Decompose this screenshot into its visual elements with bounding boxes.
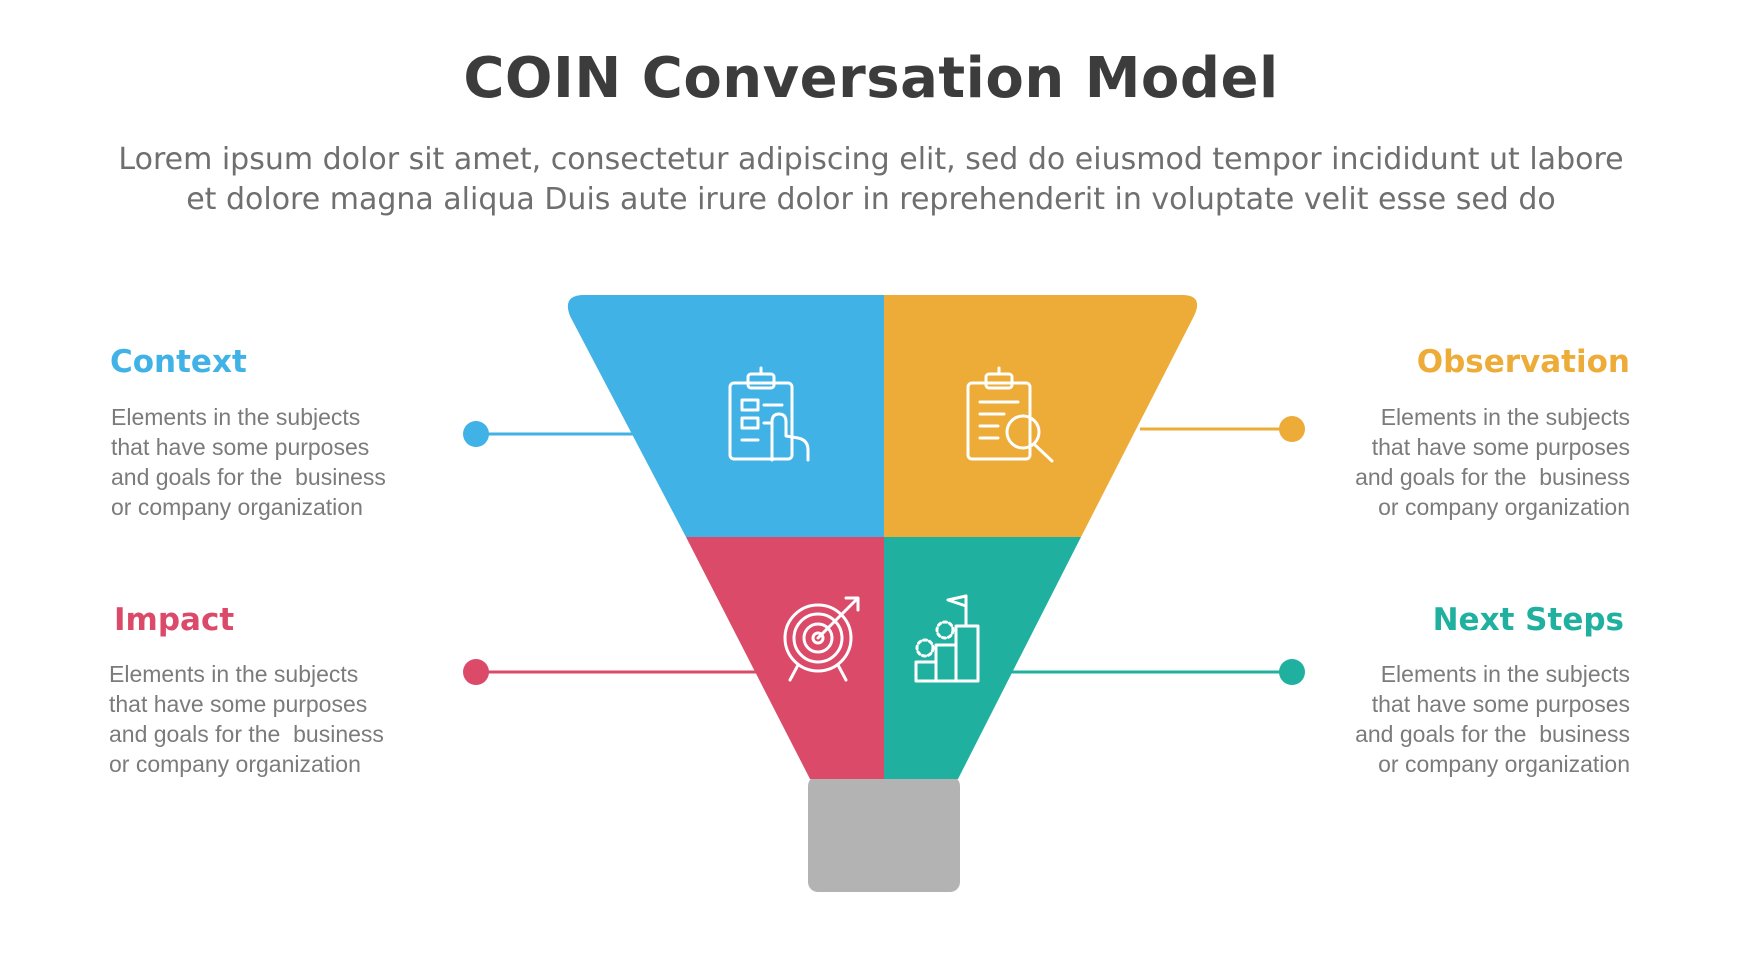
connector-context [463,421,640,447]
observation-description-line: Elements in the subjects [1380,404,1630,430]
funnel-quadrant-observation [884,295,1198,537]
next-steps-description-line: that have some purposes [1371,691,1630,717]
context-description: Elements in the subjects that have some … [111,402,386,522]
observation-heading: Observation [1416,344,1630,380]
funnel-stem [808,776,960,892]
next-steps-description-line: or company organization [1378,751,1630,777]
observation-description: Elements in the subjects that have some … [1355,402,1630,522]
impact-description-line: Elements in the subjects [109,661,359,687]
observation-description-line: that have some purposes [1371,434,1630,460]
impact-description-line: that have some purposes [109,691,368,717]
funnel-quadrant-impact [686,537,884,779]
funnel-quadrant-context [567,295,884,537]
subtitle-line-2: et dolore magna aliqua Duis aute irure d… [186,182,1556,217]
impact-description: Elements in the subjects that have some … [109,659,384,779]
next-steps-description-line: Elements in the subjects [1380,661,1630,687]
clipboard-magnifier-icon [966,366,1054,463]
stairs-flag-icon [914,594,980,683]
next-steps-description: Elements in the subjects that have some … [1355,659,1630,779]
funnel-quadrant-next-steps [884,537,1081,779]
subtitle-line-1: Lorem ipsum dolor sit amet, consectetur … [118,142,1624,177]
context-heading: Context [110,344,247,380]
observation-description-line: or company organization [1378,494,1630,520]
connector-impact [463,659,756,685]
context-description-line: Elements in the subjects [111,404,361,430]
page-title: COIN Conversation Model [463,46,1279,111]
impact-description-line: or company organization [109,751,361,777]
page-subtitle: Lorem ipsum dolor sit amet, consectetur … [60,140,1682,220]
next-steps-description-line: and goals for the business [1355,721,1630,747]
next-steps-heading: Next Steps [1432,602,1624,638]
impact-description-line: and goals for the business [109,721,384,747]
clipboard-pointer-icon [728,366,810,462]
impact-heading: Impact [114,602,235,638]
connector-next-steps [1010,659,1305,685]
observation-description-line: and goals for the business [1355,464,1630,490]
context-description-line: that have some purposes [111,434,370,460]
context-description-line: and goals for the business [111,464,386,490]
connector-observation [1140,416,1305,442]
context-description-line: or company organization [111,494,363,520]
target-arrow-icon [783,596,860,682]
